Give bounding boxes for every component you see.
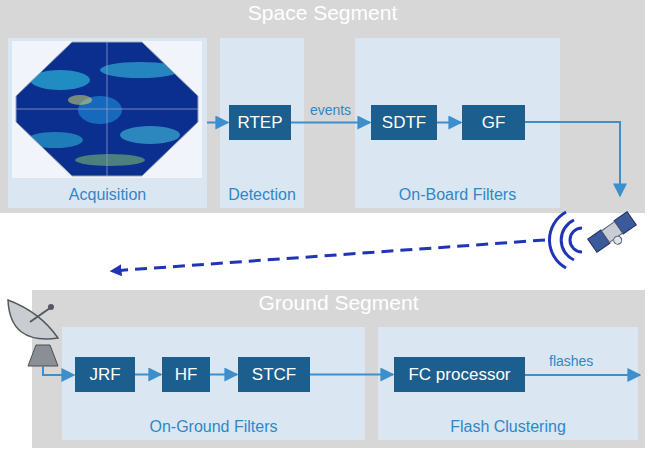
- cloud-patch: [68, 95, 92, 105]
- antenna-dish: [8, 300, 58, 339]
- flow-arrow: [135, 374, 161, 376]
- output-label: flashes: [549, 353, 593, 369]
- node-label: Detection: [228, 185, 296, 205]
- flow-arrow: [207, 122, 228, 124]
- flow-arrow: [437, 122, 461, 124]
- node-label: JRF: [89, 365, 120, 385]
- segment-band: Ground SegmentOn-Ground Filters JRF HF STCF…: [32, 290, 645, 448]
- grid-line: [12, 109, 202, 110]
- stage-panel: Flash Clustering FC processor: [378, 327, 638, 440]
- signal-arc: [549, 212, 566, 268]
- flow-arrow: [291, 122, 370, 124]
- cloud-patch: [27, 132, 83, 148]
- process-box: RTEP: [229, 105, 291, 140]
- satellite-icon: [588, 212, 640, 258]
- node-label: SDTF: [382, 113, 426, 133]
- antenna-stand: [28, 345, 58, 366]
- node-label: GF: [482, 113, 506, 133]
- cloud-patch: [30, 70, 90, 90]
- grid-line: [107, 40, 108, 180]
- node-label: STCF: [252, 365, 296, 385]
- cloud-patch: [75, 154, 145, 166]
- node-label: Ground Segment: [259, 290, 419, 316]
- signal-waves: [549, 212, 582, 268]
- stage-panel: On-Ground Filters JRF HF STCF: [62, 327, 365, 440]
- output-arrow: [525, 374, 640, 376]
- process-box: HF: [162, 357, 210, 392]
- earth-outline: [16, 42, 198, 176]
- process-box: JRF: [75, 357, 135, 392]
- flow-arrow: [310, 374, 393, 376]
- ground-antenna: [8, 300, 58, 366]
- flow-arrow: [210, 374, 237, 376]
- radio-link: [112, 240, 545, 271]
- antenna-feed-tip: [48, 304, 54, 310]
- earth-disc: [12, 40, 202, 180]
- signal-arc: [570, 228, 582, 252]
- edge-label: events: [310, 102, 351, 118]
- cloud-patch: [120, 126, 180, 144]
- antenna-feed: [30, 308, 50, 322]
- signal-arc: [561, 220, 574, 260]
- node-label: On-Ground Filters: [149, 417, 277, 437]
- process-box: FC processor: [394, 357, 525, 392]
- node-label: RTEP: [237, 113, 282, 133]
- node-label: Flash Clustering: [450, 417, 566, 437]
- node-label: On-Board Filters: [399, 185, 516, 205]
- node-label: FC processor: [408, 365, 510, 385]
- cloud-patch: [100, 62, 180, 78]
- node-label: Space Segment: [248, 0, 397, 26]
- node-label: Acquisition: [69, 185, 146, 205]
- process-box: GF: [462, 105, 525, 140]
- satellite-antenna: [612, 235, 623, 246]
- earth-image: [12, 40, 202, 180]
- process-box: STCF: [238, 357, 310, 392]
- node-label: HF: [175, 365, 198, 385]
- process-box: SDTF: [371, 105, 437, 140]
- ingest-wire: [43, 366, 74, 375]
- downlink-wire: [525, 122, 620, 196]
